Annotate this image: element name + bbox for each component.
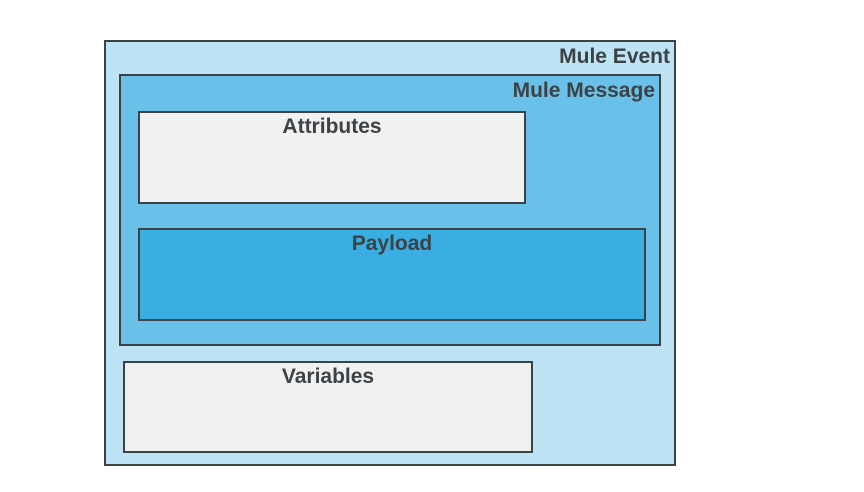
variables-label: Variables <box>281 365 375 388</box>
variables-box: Variables <box>123 361 533 453</box>
payload-box: Payload <box>138 228 646 321</box>
mule-message-label: Mule Message <box>512 79 655 102</box>
payload-label: Payload <box>351 232 433 255</box>
attributes-box: Attributes <box>138 111 526 204</box>
attributes-label: Attributes <box>282 115 382 138</box>
mule-event-label: Mule Event <box>559 45 670 68</box>
